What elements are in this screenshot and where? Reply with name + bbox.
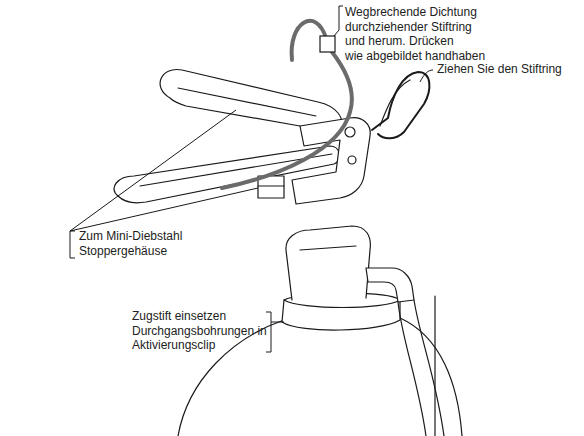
hose: [414, 300, 444, 436]
seal-tag: [320, 36, 335, 52]
hose: [366, 268, 414, 302]
label-bracket: [334, 6, 343, 36]
label-bracket: [70, 231, 75, 258]
valve-body: [300, 246, 356, 250]
leader-line: [70, 110, 236, 231]
cylinder-body: [400, 318, 462, 436]
theft-stopper-housing: [258, 185, 284, 186]
leader-line: [420, 70, 433, 82]
pull-ring: [380, 80, 410, 126]
callout-label: Zugstift einsetzen Durchgangsbohrungen i…: [132, 309, 267, 353]
hose-line: [434, 296, 435, 436]
pivot-hole: [345, 127, 355, 137]
callout-label: Wegbrechende Dichtung durchziehender Sti…: [345, 5, 485, 63]
tamper-cord: [222, 52, 352, 188]
valve-body: [286, 226, 370, 300]
operating-lever: [178, 88, 316, 116]
pull-ring: [372, 72, 429, 138]
leader-line: [271, 322, 284, 323]
pin-hole: [348, 156, 356, 164]
neck-collar: [284, 300, 400, 308]
callout-label: Zum Mini-Diebstahl Stoppergehäuse: [79, 229, 182, 258]
leader-line: [70, 188, 258, 231]
hose: [398, 302, 426, 436]
callout-label: Ziehen Sie den Stiftring: [437, 62, 562, 77]
